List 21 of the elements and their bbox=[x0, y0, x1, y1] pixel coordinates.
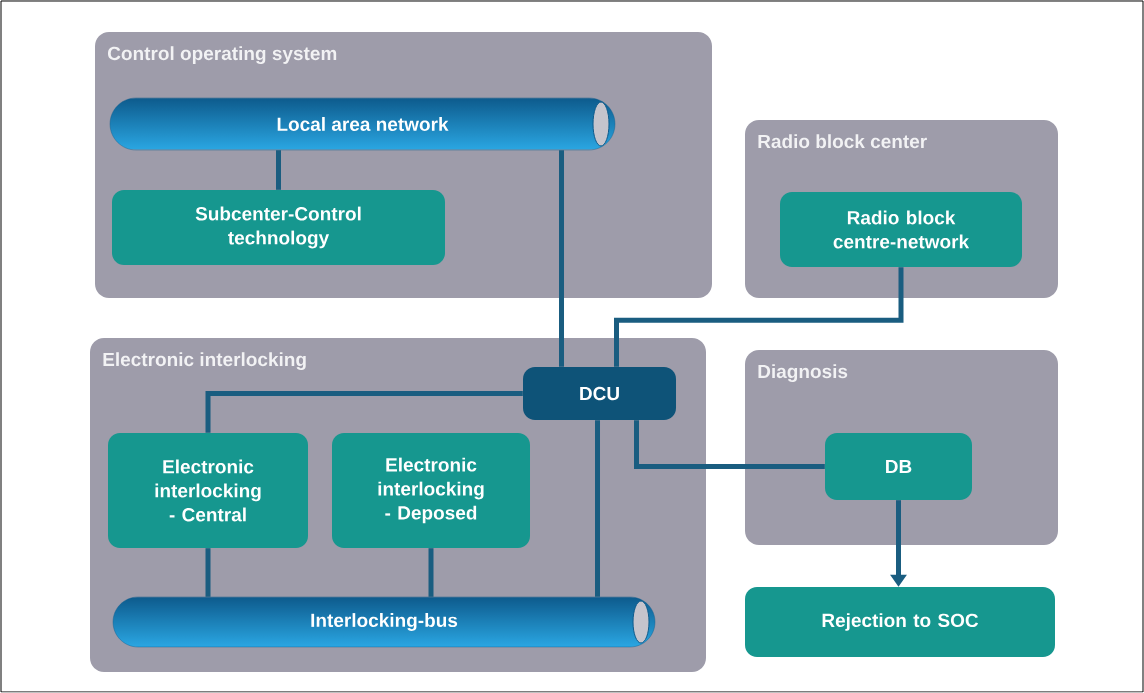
connector-line bbox=[614, 267, 904, 367]
process-box: Subcenter-Control technology bbox=[112, 190, 445, 265]
bus-cylinder: Local area network bbox=[109, 97, 616, 151]
unit-box: DCU bbox=[523, 367, 676, 420]
bus-cylinder: Interlocking-bus bbox=[112, 596, 656, 648]
connector-line bbox=[205, 548, 211, 597]
connector-line bbox=[205, 391, 523, 433]
connector-line bbox=[428, 548, 434, 597]
process-box: Electronic interlocking - Central bbox=[108, 433, 308, 548]
process-box: DB bbox=[825, 433, 972, 500]
connector-line bbox=[634, 420, 825, 469]
process-box: Rejection to SOC bbox=[745, 587, 1055, 657]
panel-title: Radio block center bbox=[758, 134, 927, 149]
panel-title: Control operating system bbox=[108, 46, 337, 64]
process-box: Electronic interlocking - Deposed bbox=[332, 433, 530, 548]
process-box: Radio block centre-network bbox=[780, 192, 1022, 267]
connector-line bbox=[595, 420, 600, 597]
panel-title: Electronic interlocking bbox=[103, 352, 306, 370]
connector-line bbox=[276, 150, 281, 190]
panel-title: Diagnosis bbox=[758, 364, 848, 382]
connector-line bbox=[559, 150, 564, 367]
